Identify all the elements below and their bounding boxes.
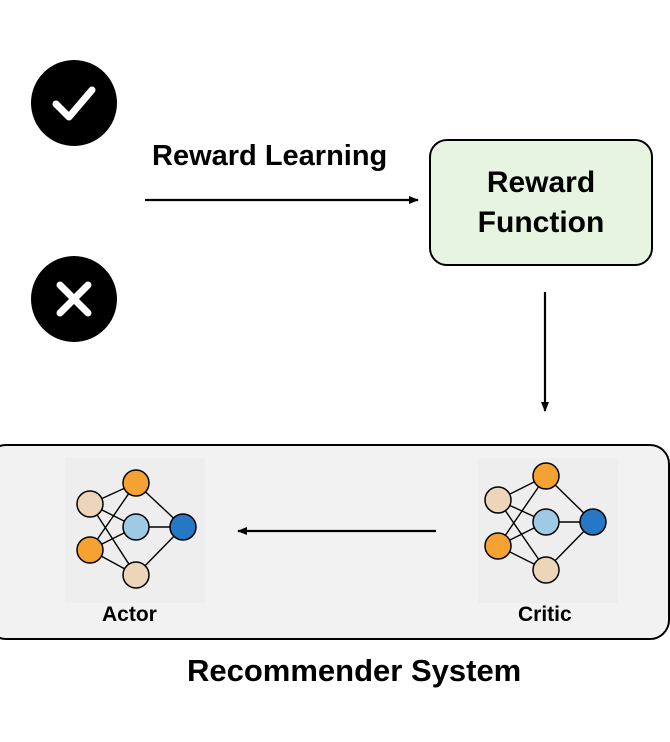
reward-box-line2: Function bbox=[477, 205, 605, 239]
critic-node bbox=[532, 556, 560, 584]
reward-learning-label: Reward Learning bbox=[152, 140, 388, 172]
check-mark-icon bbox=[31, 60, 117, 146]
actor-node bbox=[76, 490, 104, 518]
actor-node bbox=[76, 536, 104, 564]
cross-mark-icon bbox=[31, 256, 117, 342]
reward-function-box: Reward Function bbox=[429, 139, 653, 266]
actor-node bbox=[122, 561, 150, 589]
critic-label: Critic bbox=[518, 603, 572, 626]
reward-box-line1: Reward bbox=[486, 165, 596, 199]
actor-label: Actor bbox=[102, 603, 157, 626]
check-mark-glyph bbox=[52, 86, 96, 121]
cross-mark-glyph bbox=[56, 281, 92, 317]
actor-node bbox=[122, 469, 150, 497]
actor-node bbox=[169, 513, 197, 541]
actor-node bbox=[122, 513, 150, 541]
critic-node bbox=[484, 532, 512, 560]
critic-node bbox=[579, 508, 607, 536]
critic-node bbox=[532, 508, 560, 536]
critic-node bbox=[532, 462, 560, 490]
recommender-system-label: Recommender System bbox=[187, 653, 522, 688]
critic-node bbox=[484, 486, 512, 514]
actor-network-icon bbox=[76, 469, 197, 589]
critic-network-icon bbox=[484, 462, 607, 584]
